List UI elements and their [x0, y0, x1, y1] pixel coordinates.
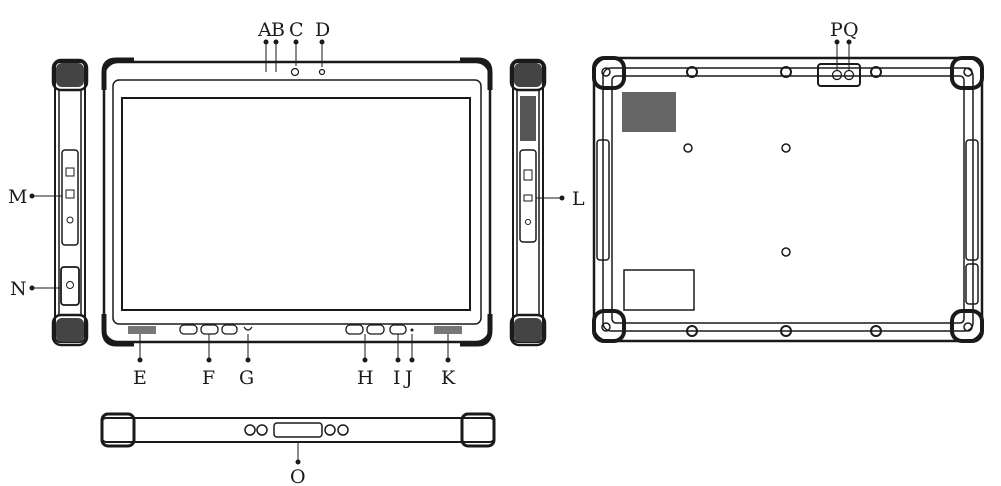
callout-dots [29, 39, 852, 465]
front-camera [290, 67, 300, 77]
left-speaker-grille [128, 326, 156, 334]
display-screen [121, 97, 471, 311]
right-speaker-grille [434, 326, 462, 334]
dock-connector [273, 422, 323, 438]
callout-a: A [257, 19, 272, 41]
callout-g: G [239, 367, 254, 389]
left-side-view [51, 58, 89, 347]
vent-slots [520, 96, 536, 141]
callout-m: M [8, 186, 27, 208]
rear-vent-grid [622, 92, 676, 132]
back-view [592, 56, 984, 343]
callout-l: L [572, 188, 585, 210]
callout-o: O [290, 466, 306, 486]
callout-labels: A B C D E F G H I J K L M N O P Q [8, 19, 859, 486]
callout-lines [32, 40, 850, 462]
callout-n: N [10, 278, 27, 300]
screw-holes [683, 66, 882, 337]
rear-camera-module [817, 63, 861, 87]
callout-i: I [393, 367, 401, 389]
callout-q: Q [843, 19, 859, 41]
callout-e: E [133, 367, 147, 389]
callout-f: F [202, 367, 215, 389]
callout-b: B [271, 19, 285, 41]
callout-k: K [441, 367, 456, 389]
front-view [101, 57, 493, 347]
bottom-view [100, 412, 496, 448]
callout-c: C [289, 19, 304, 41]
label-area [623, 269, 695, 311]
callout-j: J [403, 367, 413, 389]
callout-p: P [830, 19, 843, 41]
callout-h: H [357, 367, 374, 389]
callout-d: D [315, 19, 330, 41]
right-side-view [509, 58, 547, 347]
